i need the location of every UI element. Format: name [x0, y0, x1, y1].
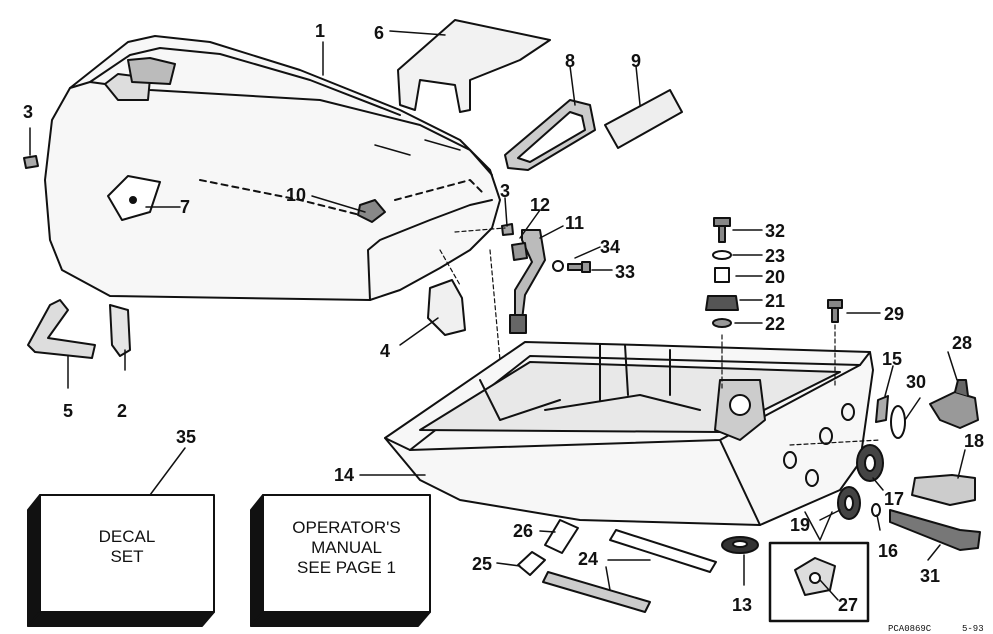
decal-box-shadow: [27, 494, 41, 627]
callout-7: 7: [180, 197, 191, 217]
lower-cowl-part-14: [384, 341, 881, 526]
spacer-part-12: [511, 242, 528, 261]
callout-30: 30: [906, 372, 927, 392]
screw-part-29: [827, 299, 843, 323]
callout-3a: 3: [23, 102, 34, 122]
decal-box: [39, 494, 215, 613]
tube-part-24b: [542, 571, 651, 613]
washer-part-22: [712, 318, 732, 328]
callout-34: 34: [600, 237, 621, 257]
callout-15: 15: [882, 349, 903, 369]
callout-24: 24: [578, 549, 599, 569]
callout-17: 17: [884, 489, 905, 509]
callout-29: 29: [884, 304, 905, 324]
cover-part-6: [397, 19, 551, 113]
callout-32: 32: [765, 221, 786, 241]
manual-line-2: MANUAL: [311, 538, 382, 557]
drawing-code: PCA0869C: [888, 624, 932, 634]
grommet-part-21: [705, 295, 739, 311]
spacer-part-26: [544, 519, 579, 554]
washer-part-30: [890, 405, 906, 439]
callout-12: 12: [530, 195, 551, 215]
callout-1: 1: [315, 21, 326, 41]
decal-box-text: DECAL SET: [40, 527, 214, 567]
callout-20: 20: [765, 267, 786, 287]
callout-13: 13: [732, 595, 753, 615]
handle-part-5: [27, 299, 96, 359]
callout-28: 28: [952, 333, 973, 353]
decal-line-1: DECAL: [98, 527, 156, 546]
part-27-inset-box: [768, 541, 870, 623]
spacer-part-25: [517, 551, 546, 576]
callout-25: 25: [472, 554, 493, 574]
callout-35: 35: [176, 427, 197, 447]
bracket-part-2: [109, 304, 131, 357]
callout-19: 19: [790, 515, 811, 535]
grommet-part-3b: [501, 223, 514, 236]
leader-lines: [29, 30, 966, 601]
manual-box: [262, 494, 431, 613]
fitting-part-28: [929, 391, 979, 429]
callout-8: 8: [565, 51, 576, 71]
washer-part-16: [871, 503, 881, 517]
manual-box-text: OPERATOR'S MANUAL SEE PAGE 1: [263, 518, 430, 578]
grommet-part-3a: [23, 155, 39, 169]
callout-27: 27: [838, 595, 859, 615]
pin-part-15: [875, 395, 889, 423]
callout-21: 21: [765, 291, 786, 311]
callout-16: 16: [878, 541, 899, 561]
callout-14: 14: [334, 465, 355, 485]
latch-plate-part-4: [427, 279, 466, 336]
callout-33: 33: [615, 262, 636, 282]
manual-line-1: OPERATOR'S: [292, 518, 401, 537]
washer-part-34: [552, 260, 564, 272]
callout-4: 4: [380, 341, 391, 361]
callout-11: 11: [565, 213, 585, 233]
drawing-date: 5-93: [962, 624, 984, 634]
lever-part-31: [889, 509, 981, 551]
callout-5: 5: [63, 401, 74, 421]
bolt-part-32: [713, 217, 731, 243]
callout-6: 6: [374, 23, 385, 43]
screw-part-33: [567, 261, 591, 273]
callout-18: 18: [964, 431, 985, 451]
callout-23: 23: [765, 246, 786, 266]
upper-cowl-part-1: [44, 35, 501, 301]
tube-part-24a: [609, 529, 717, 573]
callout-10: 10: [286, 185, 307, 205]
callout-2: 2: [117, 401, 128, 421]
lever-part-18: [911, 474, 976, 506]
manual-box-shadow: [250, 494, 264, 627]
callout-22: 22: [765, 314, 786, 334]
latch-knob: [509, 314, 527, 334]
washer-part-23: [712, 250, 732, 260]
trim-strip-part-9: [604, 89, 683, 149]
callout-31: 31: [920, 566, 941, 586]
decal-line-2: SET: [110, 547, 144, 566]
spacer-part-20: [714, 267, 730, 283]
manual-line-3: SEE PAGE 1: [297, 558, 396, 577]
callout-9: 9: [631, 51, 642, 71]
callout-26: 26: [513, 521, 534, 541]
callout-3b: 3: [500, 181, 511, 201]
